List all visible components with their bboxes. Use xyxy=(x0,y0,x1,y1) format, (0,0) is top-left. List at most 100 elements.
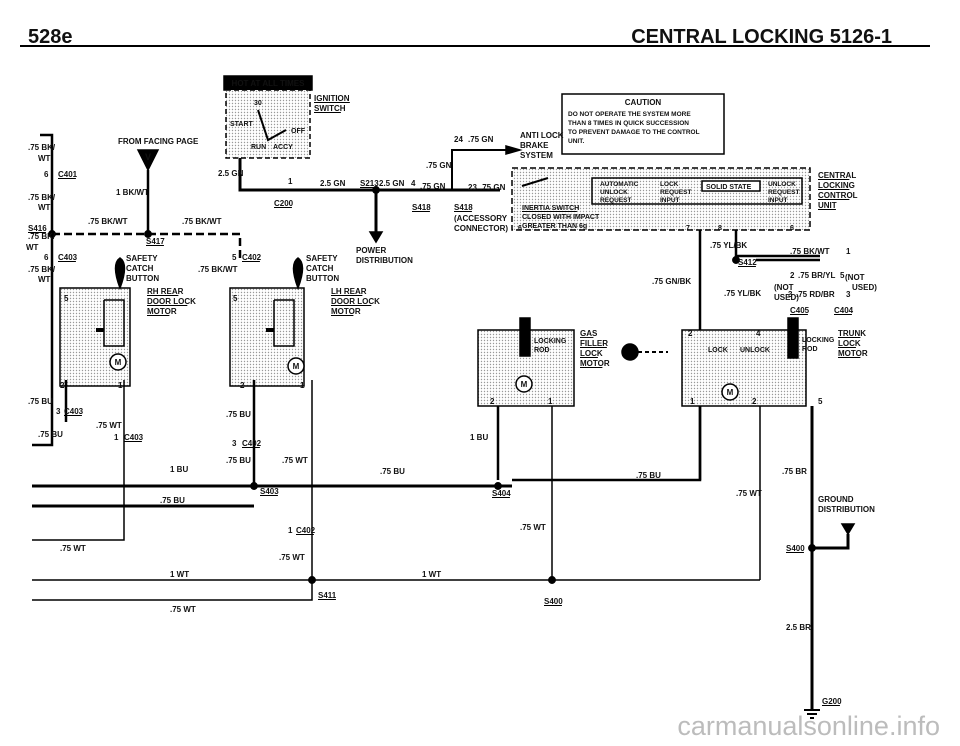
wire-label: .75 WT xyxy=(60,544,86,553)
wire-label: .75 WT xyxy=(736,489,762,498)
cell-request: REQUEST xyxy=(660,189,691,196)
wire-yl-bk xyxy=(734,230,820,258)
gas-filler-rod-label: ROD xyxy=(534,347,550,354)
connector-c402: C402 xyxy=(242,253,262,262)
pin-label: 2 xyxy=(752,397,757,406)
wire-label: 2.5 BR xyxy=(786,623,811,632)
bus-bkwt xyxy=(52,232,242,260)
pin-label: 3 xyxy=(56,407,61,416)
caution-line: DO NOT OPERATE THE SYSTEM MORE xyxy=(568,111,691,118)
wire-label: .75 YL/BK xyxy=(724,289,761,298)
pin-label: 1 xyxy=(300,381,305,390)
splice-s416-dot xyxy=(48,230,56,238)
wire-label: 1 WT xyxy=(170,570,189,579)
gas-filler-motor-label: FILLER xyxy=(580,339,608,348)
wire-label: WT xyxy=(38,154,51,163)
anti-lock-label: ANTI LOCK xyxy=(520,131,564,140)
pin-label: 5 xyxy=(232,253,237,262)
inertia-switch-contact xyxy=(521,177,549,187)
pin-label: 5 xyxy=(818,397,823,406)
pin-label: 24 xyxy=(454,135,463,144)
pin-label: 2 xyxy=(60,381,65,390)
connector-c403: C403 xyxy=(64,407,84,416)
splice-s412: S404 xyxy=(492,489,511,498)
pin-label: 6 xyxy=(790,225,794,232)
connector-c403: C403 xyxy=(124,433,144,442)
wire-label: 1 BU xyxy=(470,433,488,442)
from-facing-page-label: FROM FACING PAGE xyxy=(118,137,199,146)
splice-s404: S411 xyxy=(318,591,337,600)
cell-solid-state: SOLID STATE xyxy=(706,184,752,191)
wire-label: .75 BK/ xyxy=(28,143,56,152)
lh-door-lock-motor-label: LH REAR xyxy=(331,287,367,296)
wire-label: 1 BU xyxy=(170,465,188,474)
splice-s417: S417 xyxy=(146,237,165,246)
cell-lock: LOCK xyxy=(660,181,679,188)
splice-s418: S412 xyxy=(738,258,757,267)
wire-label: .75 GN xyxy=(480,183,506,192)
splice-s416: S416 xyxy=(28,224,47,233)
wire-label: .75 WT xyxy=(282,456,308,465)
pin-label: 6 xyxy=(44,253,49,262)
connector-c405: C405 xyxy=(790,306,810,315)
pin-label: 2 xyxy=(790,271,795,280)
splice-s411: S400 xyxy=(544,597,563,606)
pin-label: 3 xyxy=(846,290,851,299)
connector-c404: C404 xyxy=(834,306,854,315)
wire-label: .75 BR/YL xyxy=(798,271,835,280)
trunk-rod-label: ROD xyxy=(802,346,818,353)
motor-symbol-m: M xyxy=(727,388,734,397)
wire-label: 1 BK/WT xyxy=(116,188,149,197)
splice-s404-dot xyxy=(308,576,316,584)
pin-label: 6 xyxy=(518,225,522,232)
cell-unlock: UNLOCK xyxy=(768,181,796,188)
wire-label: .75 BU xyxy=(636,471,661,480)
page-title: CENTRAL LOCKING 5126-1 xyxy=(631,26,892,48)
pin-label: 1 xyxy=(846,247,851,256)
caution-box xyxy=(561,93,725,155)
wire-label: 2.5 GN xyxy=(218,169,244,178)
wire-label: .75 GN xyxy=(420,182,446,191)
trunk-lock-label: LOCK xyxy=(708,347,728,354)
pin-label: 2 xyxy=(240,381,245,390)
solid-state-box xyxy=(591,177,803,205)
rh-safety-catch-label: BUTTON xyxy=(126,274,159,283)
wire-label: .75 WT xyxy=(520,523,546,532)
ignition-switch-box xyxy=(225,89,311,159)
motor-symbol-m: M xyxy=(521,380,528,389)
pin-label: 3 xyxy=(788,290,793,299)
connector-c206: S418 xyxy=(412,203,431,212)
motor-symbol-m: M xyxy=(293,362,300,371)
gas-filler-motor-label: MOTOR xyxy=(580,359,610,368)
anti-lock-label: SYSTEM xyxy=(520,151,553,160)
ignition-switch-label: SWITCH xyxy=(314,104,346,113)
trunk-rod-label: LOCKING xyxy=(802,337,835,344)
rh-motor-symbol xyxy=(109,353,127,371)
caution-line: THAN 8 TIMES IN QUICK SUCCESSION xyxy=(568,120,689,127)
lh-safety-catch-label: BUTTON xyxy=(306,274,339,283)
splice-s403-dot xyxy=(250,482,258,490)
pin-label: 3 xyxy=(232,439,237,448)
wire-label: .75 BU xyxy=(38,430,63,439)
lh-motor-symbol xyxy=(287,357,305,375)
wire-label: .75 BK/ xyxy=(28,193,56,202)
cell-input: INPUT xyxy=(768,197,788,204)
trunk-locking-rod xyxy=(787,317,799,359)
pin-label: 5 xyxy=(840,271,845,280)
caution-line: UNIT. xyxy=(568,138,584,145)
wire-label: .75 BK/WT xyxy=(182,217,222,226)
lh-wire-wt xyxy=(32,380,313,601)
pin-label: 4 xyxy=(411,179,416,188)
wire-label: .75 WT xyxy=(170,605,196,614)
pin-label: 1 xyxy=(288,526,293,535)
key-icon xyxy=(621,343,639,361)
pin-label: 1 xyxy=(118,381,123,390)
trunk-motor-box xyxy=(681,329,807,407)
ground-distribution-arrow xyxy=(840,523,856,536)
from-facing-page-v: V xyxy=(145,152,151,162)
lh-safety-catch-button xyxy=(292,257,304,291)
ignition-terminal-30: 30 xyxy=(254,100,262,107)
wire-label: .75 BK/ xyxy=(28,265,56,274)
wire-label: (NOT xyxy=(845,273,865,282)
cell-automatic: AUTOMATIC xyxy=(600,181,639,188)
